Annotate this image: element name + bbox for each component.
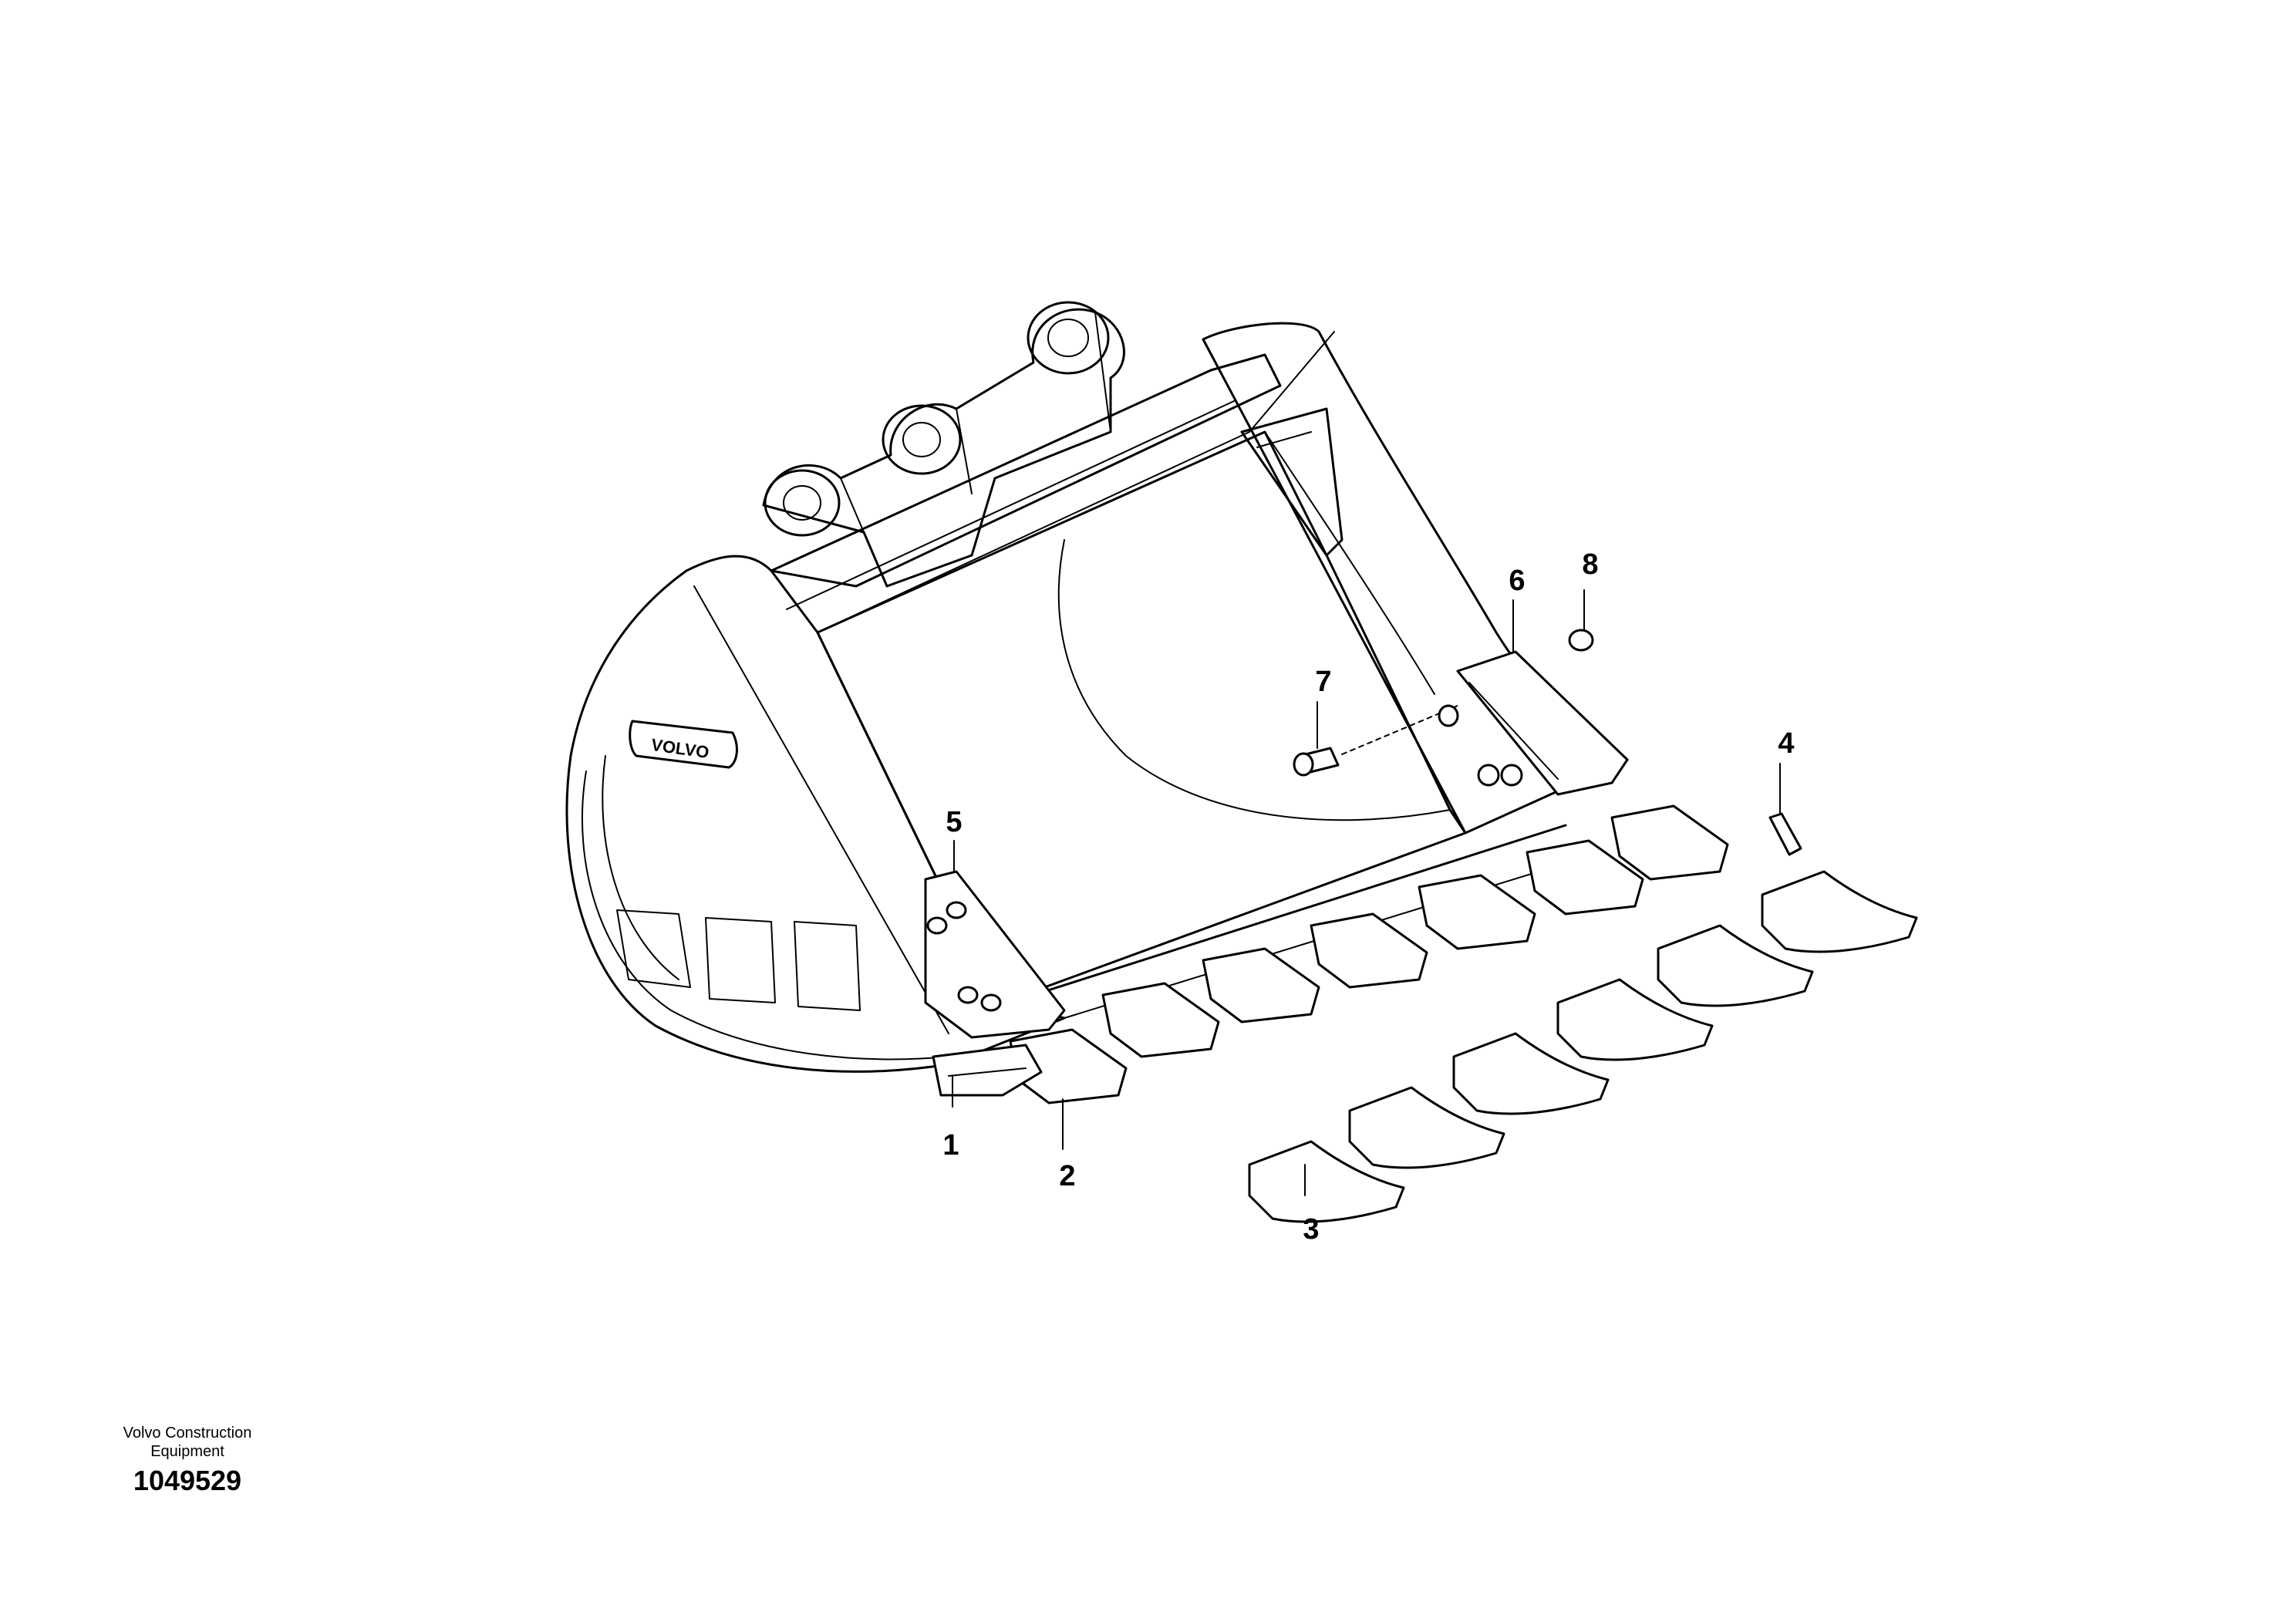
bucket-hitch (762, 301, 1125, 588)
bucket-body: VOLVO (565, 322, 1629, 1073)
callout-1: 1 (942, 1129, 959, 1162)
corner-adapter (932, 1044, 1043, 1097)
callout-5: 5 (946, 806, 962, 838)
callout-8: 8 (1582, 548, 1598, 581)
callout-4: 4 (1778, 727, 1794, 760)
callout-3: 3 (1303, 1213, 1319, 1246)
callout-6: 6 (1509, 565, 1525, 597)
bolt-and-nuts (1293, 629, 1594, 787)
callout-2: 2 (1059, 1160, 1075, 1192)
footer-company-line1: Volvo Construction (123, 1425, 252, 1442)
footer-company-line2: Equipment (150, 1443, 224, 1460)
retainer-pin (1768, 812, 1802, 856)
footer: Volvo Construction Equipment 1049529 (123, 1425, 252, 1496)
adapters-row (1009, 804, 1729, 1104)
leader-lines (952, 589, 1781, 1196)
drawing-number: 1049529 (133, 1465, 241, 1496)
loose-teeth-row (1248, 870, 1918, 1223)
side-cutter-left (924, 870, 1066, 1039)
volvo-logo-plate: VOLVO (629, 720, 738, 769)
side-cutter-right (1456, 650, 1629, 796)
callout-labels: 1 2 3 4 5 6 7 8 (942, 548, 1794, 1246)
callout-7: 7 (1315, 666, 1331, 698)
